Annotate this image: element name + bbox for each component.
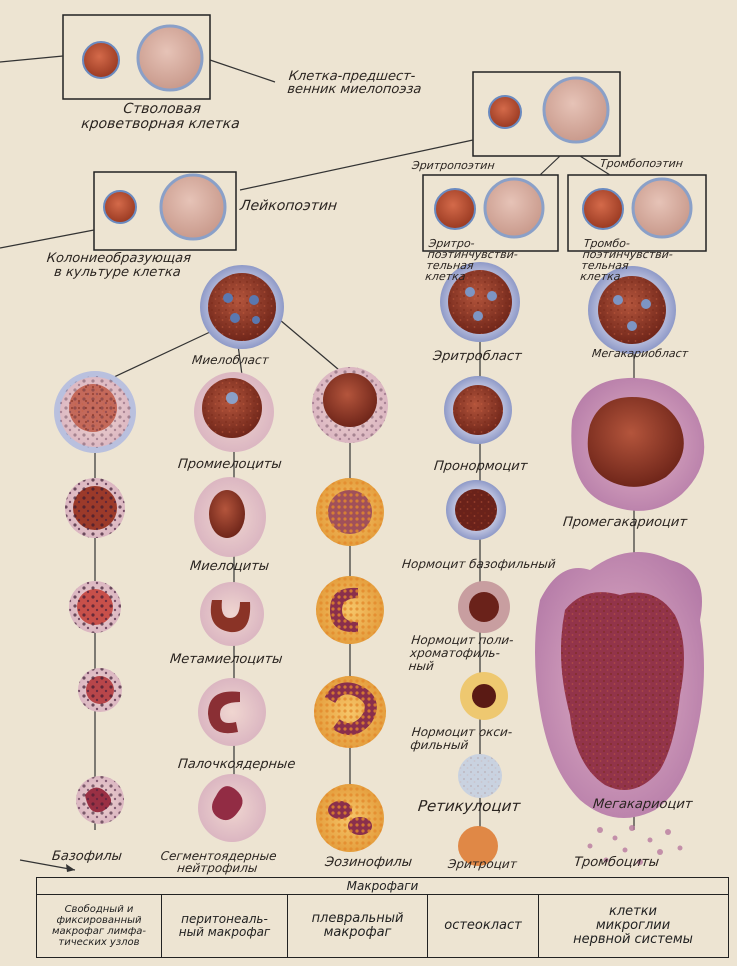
colony-forming-label: Колониеобразующая в культуре клетка	[45, 252, 192, 280]
basophils-label: Базофилы	[51, 850, 122, 863]
colony-forming-box	[94, 172, 236, 250]
segmented-label: Сегментоядерные нейтрофилы	[159, 850, 277, 874]
erythro-sensitive-label: Эритро- поэтинчувстви- тельная клетка	[425, 238, 520, 282]
erythropoietin-label: Эритропоэтин	[411, 160, 495, 171]
osteoclast: остеокласт	[428, 894, 539, 957]
leukopoietin-label: Лейкопоэтин	[239, 200, 337, 213]
reticulocyte-label: Ретикулоцит	[417, 800, 521, 813]
promyelocytes-label: Промиелоциты	[177, 458, 282, 471]
megakaryocyte-label: Мегакариоцит	[592, 798, 693, 811]
normo-poly-label: Нормоцит поли- хроматофиль- ный	[408, 634, 514, 673]
thrombo-sensitive-label: Тромбо- поэтинчувстви- тельная клетка	[580, 238, 675, 282]
microglia: клетки микроглии нервной системы	[539, 894, 727, 957]
megakaryoblast-label: Мегакариобласт	[591, 348, 688, 359]
stem-cell-label: Стволовая кроветворная клетка	[80, 102, 242, 132]
metamyelocytes-label: Метамиелоциты	[169, 653, 283, 666]
myelo-precursor-box	[473, 72, 620, 156]
macrophages-table: Макрофаги Свободный и фиксированный макр…	[36, 877, 729, 958]
macrophages-header: Макрофаги	[37, 878, 728, 895]
myeloblast-cell	[200, 265, 284, 349]
macrophage-pleural: плевральный макрофаг	[288, 894, 428, 957]
macrophage-peritoneal: перитонеаль- ный макрофаг	[162, 894, 288, 957]
thrombocytes-label: Тромбоциты	[573, 856, 659, 869]
erythroblast-label: Эритробласт	[432, 350, 522, 363]
thrombopoietin-label: Тромбопоэтин	[599, 158, 683, 169]
normo-baso-label: Нормоцит базофильный	[401, 558, 556, 571]
band-label: Палочкоядерные	[177, 758, 296, 771]
myeloblast-label: Миелобласт	[191, 354, 269, 367]
eosinophils-label: Эозинофилы	[324, 856, 412, 869]
erythrocyte-label: Эритроцит	[447, 858, 517, 871]
pronormocyte-label: Пронормоцит	[433, 460, 528, 473]
myelo-precursor-label: Клетка-предшест- венник миелопоэза	[287, 70, 424, 96]
promegakaryocyte-label: Промегакариоцит	[562, 516, 687, 529]
macrophage-lymph-node: Свободный и фиксированный макрофаг лимфа…	[37, 894, 162, 957]
stem-cell-box	[63, 15, 210, 99]
normo-oxy-label: Нормоцит окси- фильный	[410, 726, 513, 752]
myelocytes-label: Миелоциты	[189, 560, 269, 573]
connector-lines	[0, 56, 634, 870]
